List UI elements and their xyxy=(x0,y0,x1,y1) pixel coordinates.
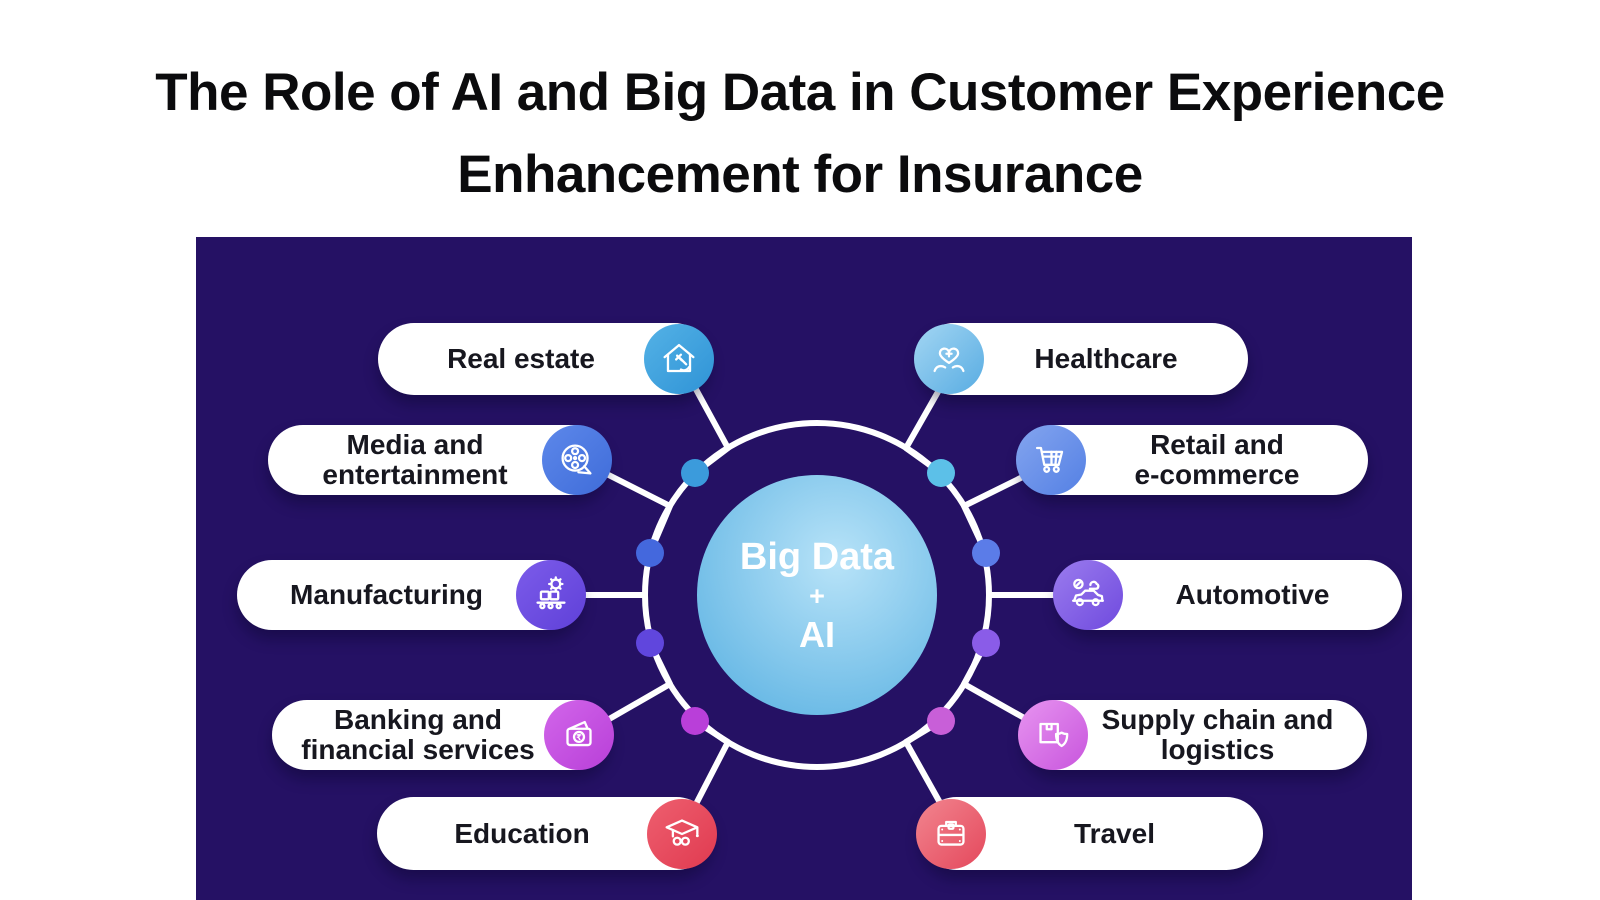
ring-dot-banking-financial-services xyxy=(636,629,664,657)
industry-label-education: Education xyxy=(454,817,590,849)
industry-pill-travel: Travel xyxy=(916,797,1263,870)
big-data-ai-center-node: Big Data + AI xyxy=(697,475,937,715)
ring-dot-supply-chain-logistics xyxy=(972,629,1000,657)
industry-pill-healthcare: Healthcare xyxy=(914,323,1248,395)
box-shield-icon xyxy=(1018,700,1088,770)
ring-dot-media-entertainment xyxy=(636,539,664,567)
center-label-ai: AI xyxy=(799,613,835,655)
industry-pill-automotive: Automotive xyxy=(1053,560,1402,630)
ring-dot-education xyxy=(681,707,709,735)
film-reel-icon xyxy=(542,425,612,495)
conveyor-gear-icon xyxy=(516,560,586,630)
industry-label-automotive: Automotive xyxy=(1175,579,1330,611)
page-title: The Role of AI and Big Data in Customer … xyxy=(0,52,1600,216)
industry-label-manufacturing: Manufacturing xyxy=(290,579,483,611)
industry-label-real-estate: Real estate xyxy=(447,343,595,375)
hub-ring xyxy=(642,420,992,770)
svg-text:₹: ₹ xyxy=(576,732,582,742)
page-title-line1: The Role of AI and Big Data in Customer … xyxy=(155,63,1445,122)
ring-dot-real-estate xyxy=(681,459,709,487)
industry-pill-education: Education xyxy=(377,797,717,870)
suitcase-icon xyxy=(916,798,986,869)
graduation-cap-icon xyxy=(647,798,717,869)
industry-pill-real-estate: Real estate xyxy=(378,323,714,395)
wallet-rupee-icon: ₹ xyxy=(544,700,614,770)
house-gavel-icon xyxy=(644,324,714,394)
shopping-cart-icon xyxy=(1016,425,1086,495)
car-service-icon xyxy=(1053,560,1123,630)
industry-label-healthcare: Healthcare xyxy=(1034,343,1178,375)
ring-dot-healthcare xyxy=(927,459,955,487)
industry-label-travel: Travel xyxy=(1074,817,1155,849)
center-label-plus: + xyxy=(809,580,825,611)
center-label-big-data: Big Data xyxy=(739,535,895,578)
page-title-line2: Enhancement for Insurance xyxy=(457,145,1143,205)
heart-hands-icon xyxy=(914,324,984,394)
industry-pill-manufacturing: Manufacturing xyxy=(237,560,586,630)
ring-dot-travel xyxy=(927,707,955,735)
ring-dot-retail-ecommerce xyxy=(972,539,1000,567)
